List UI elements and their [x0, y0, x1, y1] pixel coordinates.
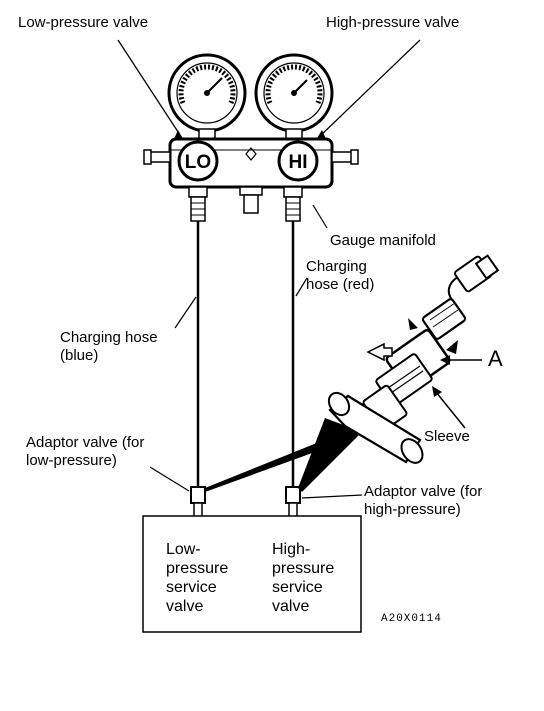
charging-hose-blue-label-2: (blue) — [60, 347, 99, 364]
high-pressure-gauge — [254, 53, 334, 142]
gauge-manifold-label: Gauge manifold — [330, 232, 436, 249]
red-hose-leader — [295, 277, 308, 297]
low-pressure-valve-label: Low-pressure valve — [18, 14, 149, 31]
adaptor-valve-low — [190, 486, 206, 518]
low-valve-leader — [117, 39, 183, 139]
adaptor-valve-detail — [327, 254, 500, 464]
low-service-valve-line-2: pressure — [166, 560, 229, 577]
service-valve-box — [142, 515, 362, 633]
high-service-valve-line-3: service — [272, 579, 323, 596]
low-service-valve-line-1: Low- — [166, 541, 201, 558]
callout-a-arrow-icon — [440, 355, 450, 365]
manifold-leader — [312, 204, 328, 229]
adaptor-valve-high-label-2: high-pressure) — [364, 501, 461, 518]
sleeve-leader — [435, 391, 466, 429]
high-service-valve-line-4: valve — [272, 598, 310, 615]
lo-knob-label: LO — [185, 152, 211, 173]
lo-knob — [177, 140, 219, 182]
adaptor-valve-high-label-1: Adaptor valve (for — [364, 483, 483, 500]
sleeve-arrow-icon — [432, 386, 442, 397]
adaptor-high-leader — [301, 494, 363, 499]
magnify-wedge-high — [298, 418, 362, 492]
charging-hose-blue-label-1: Charging hose — [60, 329, 158, 346]
high-pressure-valve-label: High-pressure valve — [326, 14, 460, 31]
hi-knob — [277, 140, 319, 182]
gauge-manifold-body — [143, 137, 359, 214]
high-valve-leader — [317, 39, 421, 139]
adaptor-low-leader — [149, 466, 190, 492]
low-pressure-gauge — [167, 53, 247, 142]
hi-knob-label: HI — [289, 152, 308, 173]
adaptor-valve-low-label-1: Adaptor valve (for — [26, 434, 145, 451]
callout-a-label: A — [488, 346, 503, 371]
high-service-valve-line-2: pressure — [272, 560, 335, 577]
figure-code: A20X0114 — [381, 613, 442, 625]
low-hose-coupling — [188, 186, 208, 222]
sleeve-label: Sleeve — [424, 428, 470, 445]
low-service-valve-line-3: service — [166, 579, 217, 596]
high-service-valve-line-1: High- — [272, 541, 311, 558]
blue-hose-leader — [174, 296, 197, 329]
charging-hose-red-label-2: hose (red) — [306, 276, 375, 293]
adaptor-valve-high — [285, 486, 301, 518]
charging-hose-red-label-1: Charging — [306, 258, 367, 275]
adaptor-valve-low-label-2: low-pressure) — [26, 452, 117, 469]
low-service-valve-line-4: valve — [166, 598, 204, 615]
high-hose-coupling — [283, 186, 303, 222]
